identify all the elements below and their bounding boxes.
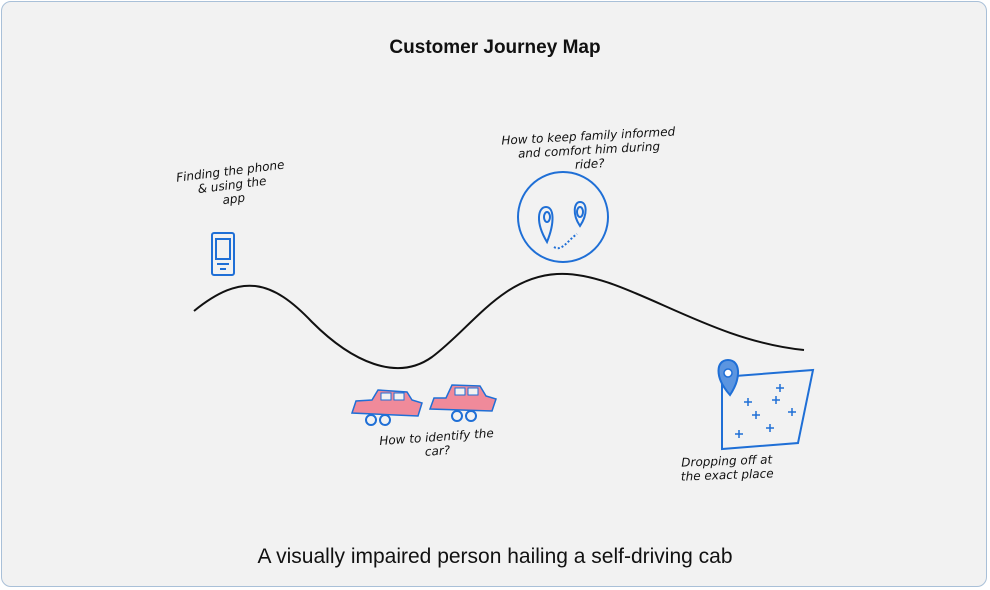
face-icon — [517, 171, 609, 263]
map-pin-icon — [717, 358, 815, 451]
diagram-title: Customer Journey Map — [389, 37, 601, 58]
diagram-subtitle: A visually impaired person hailing a sel… — [257, 545, 733, 568]
stage-label-drop-off: Dropping off at the exact place — [680, 452, 774, 484]
car-icon — [350, 384, 497, 426]
journey-curve — [193, 272, 805, 370]
phone-icon — [211, 232, 235, 276]
